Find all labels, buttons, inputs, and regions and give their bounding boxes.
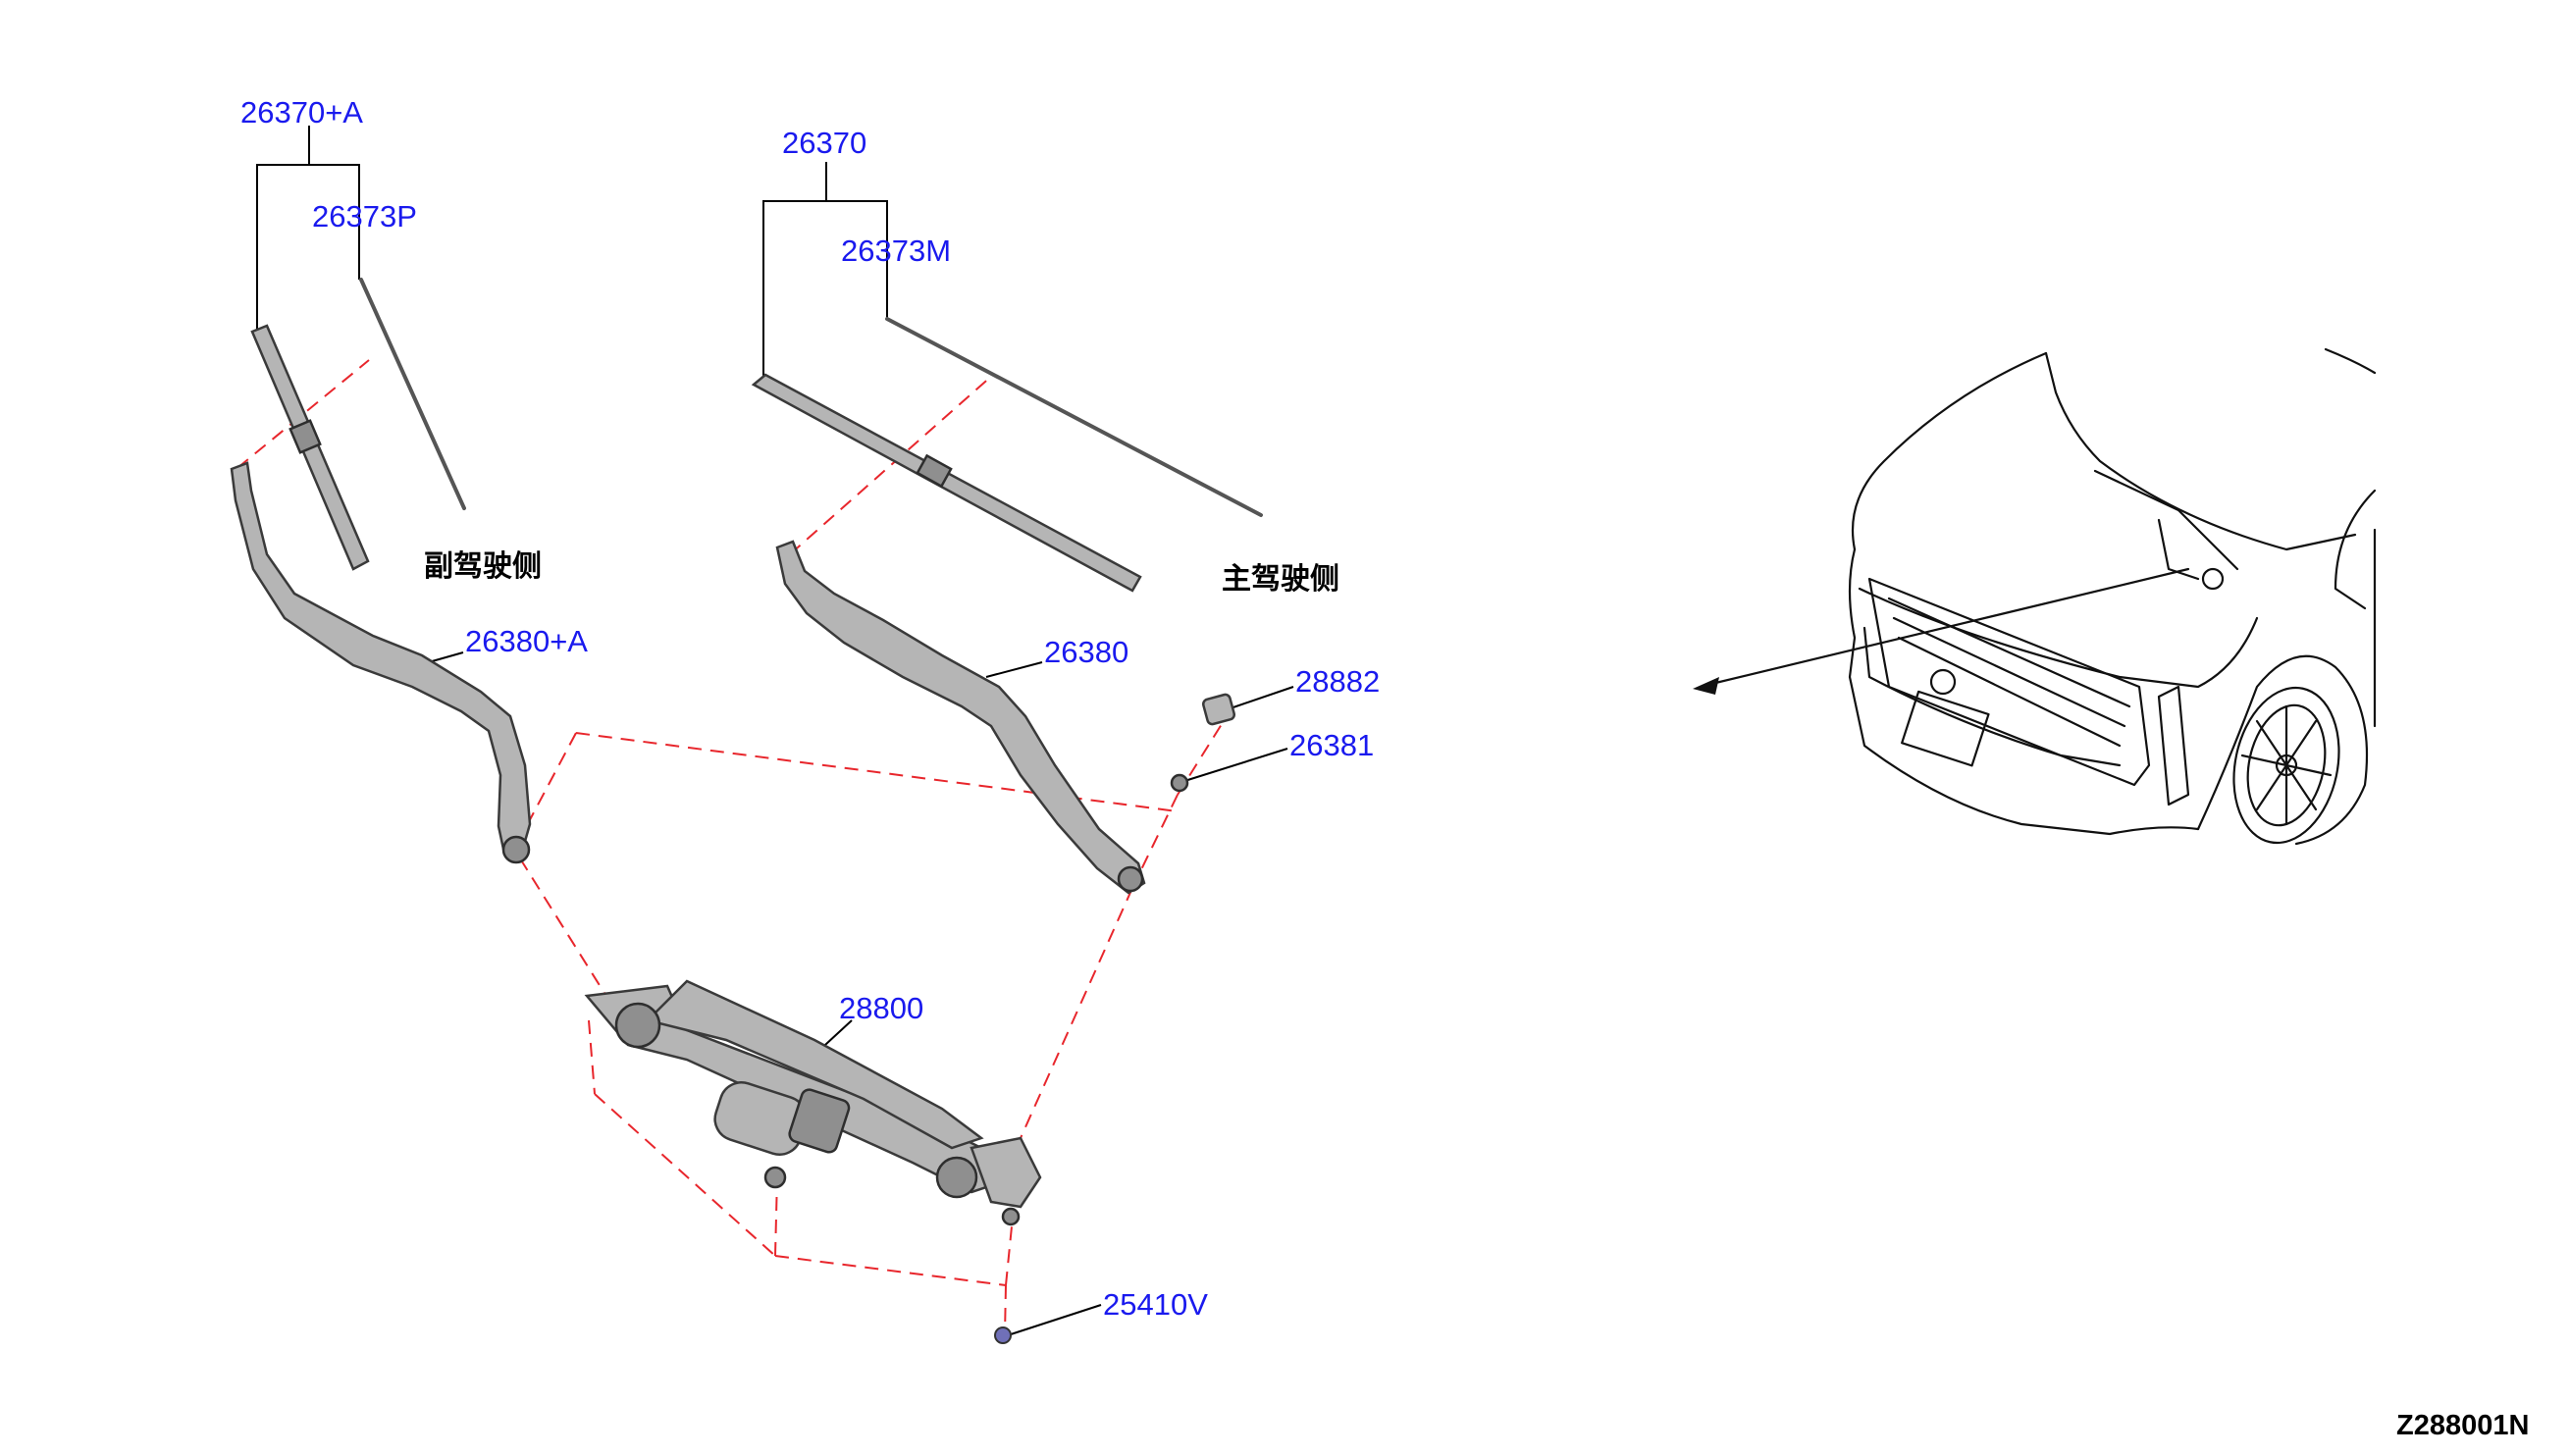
diagram-code: Z288001N [2396,1410,2529,1441]
passenger-wiper-blade [250,324,370,571]
bolt [994,1326,1012,1344]
label-26370: 26370 [782,126,866,160]
label-26373p: 26373P [312,199,417,234]
wiper-linkage-motor [584,979,1042,1226]
passenger-wiper-arm [230,461,532,864]
driver-wiper-arm [775,540,1146,895]
pivot-nut [1170,773,1189,793]
label-26380-a: 26380+A [465,624,588,658]
part-number-labels: 26370+A 26373P 26370 26373M 26380+A 2638… [240,95,1380,1322]
car-overview-illustration [1693,347,2377,846]
passenger-side-label: 副驾驶侧 [424,549,542,584]
driver-side-label: 主驾驶侧 [1222,562,1339,597]
side-labels: 副驾驶侧 主驾驶侧 [424,549,1339,597]
passenger-blade-refill [359,278,466,510]
label-26380: 26380 [1044,635,1128,669]
label-26373m: 26373M [841,234,951,268]
driver-wiper-blade [751,373,1142,593]
label-28800: 28800 [839,991,923,1025]
label-28882: 28882 [1295,664,1380,699]
label-26370-a: 26370+A [240,95,363,130]
label-26381: 26381 [1289,728,1374,762]
label-25410v: 25410V [1103,1287,1208,1322]
pivot-cap [1201,693,1236,726]
driver-blade-refill [885,317,1263,517]
